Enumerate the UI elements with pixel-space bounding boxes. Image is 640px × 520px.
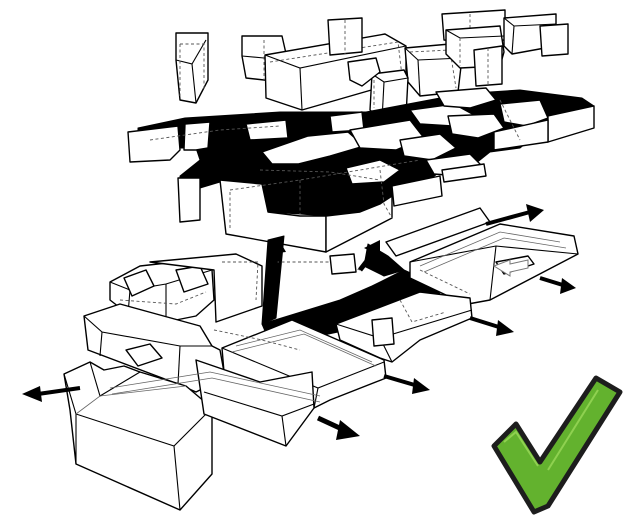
checkmark-icon: [494, 378, 620, 512]
arrow-right-middle: [470, 318, 514, 336]
upper-block-i: [540, 24, 568, 56]
ground-level-buildings: [64, 208, 578, 510]
arrow-right: [540, 278, 576, 294]
arrow-upper-right: [486, 204, 544, 224]
arrow-down-right: [318, 418, 360, 440]
tower-block-left: [176, 33, 208, 103]
arrow-right-lower: [384, 376, 430, 394]
upper-block-g: [474, 46, 502, 86]
ground-kiosk: [330, 254, 356, 274]
upper-block-b: [328, 18, 362, 55]
